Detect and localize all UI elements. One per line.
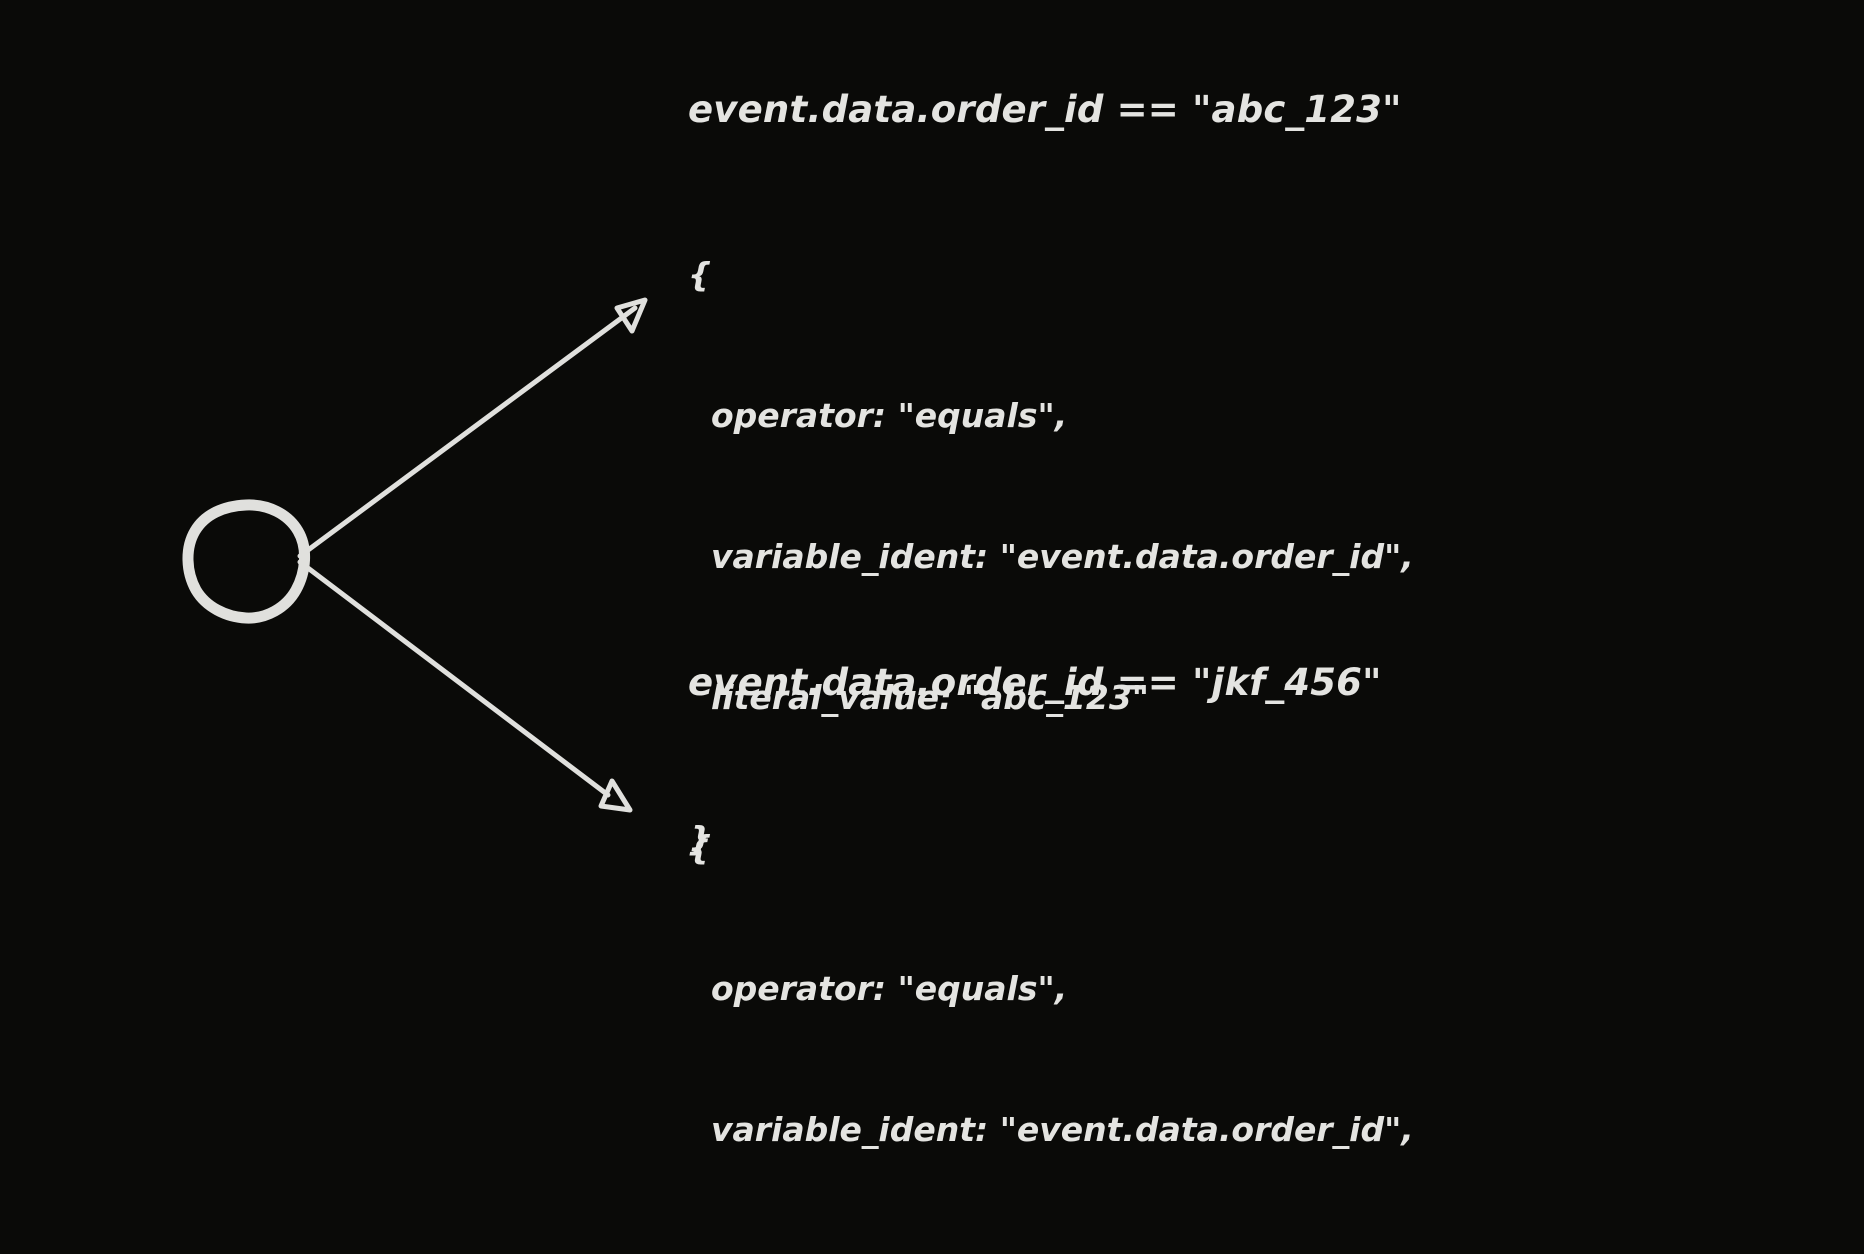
branch-two-heading: event.data.order_id == "jkf_456" [688, 661, 1382, 704]
code-line-close-brace: } [688, 818, 712, 858]
code-line-operator: operator: "equals", [688, 395, 1068, 435]
edge-two-arrowhead-icon [598, 778, 633, 813]
edge-two-line [297, 559, 611, 798]
code-line-literal-value: literal_value: "jfk_456" [688, 1247, 1414, 1254]
branch-two-block: event.data.order_id == "jkf_456" { opera… [688, 661, 1414, 1254]
code-line-variable-ident: variable_ident: "event.data.order_id", [688, 1109, 1414, 1149]
root-node-outline [182, 499, 311, 624]
branch-one-code: { operator: "equals", variable_ident: "e… [688, 157, 1414, 956]
code-line-literal-value: literal_value: "abc_123" [688, 677, 1149, 717]
code-line-operator: operator: "equals", [688, 968, 1068, 1008]
branch-two-code: { operator: "equals", variable_ident: "e… [688, 730, 1414, 1254]
edge-one-line [297, 305, 638, 559]
branch-one-block: event.data.order_id == "abc_123" { opera… [688, 88, 1414, 956]
code-line-open-brace: { [688, 254, 712, 294]
root-node[interactable] [182, 499, 311, 624]
edge-one-arrowhead-icon [614, 297, 648, 334]
edge-to-branch-two[interactable] [297, 559, 633, 813]
code-line-variable-ident: variable_ident: "event.data.order_id", [688, 536, 1414, 576]
code-line-open-brace: { [688, 827, 712, 867]
edge-to-branch-one[interactable] [297, 297, 648, 559]
branch-one-heading: event.data.order_id == "abc_123" [688, 88, 1402, 131]
